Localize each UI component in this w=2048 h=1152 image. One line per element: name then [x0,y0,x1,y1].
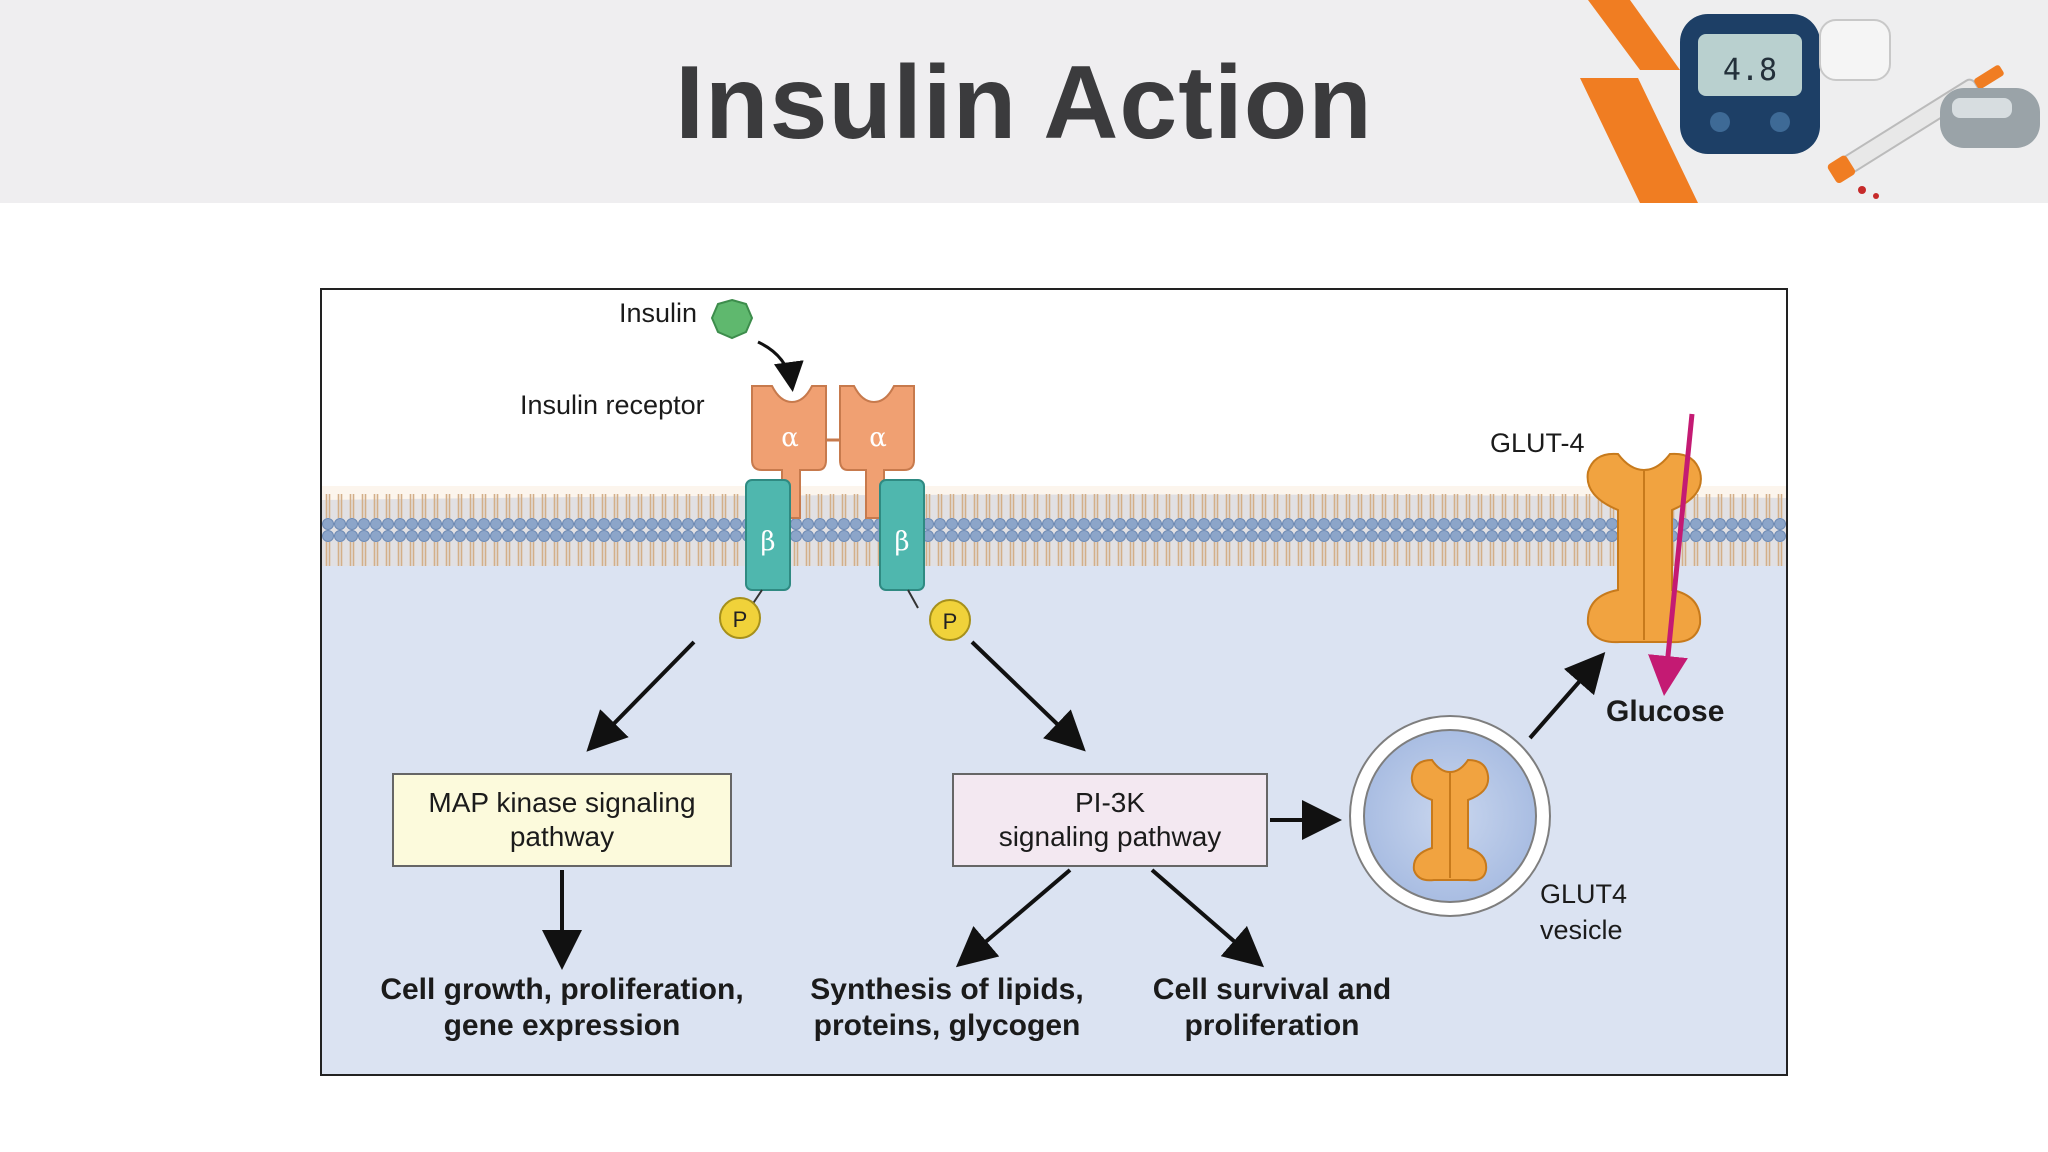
map-kinase-line2: pathway [509,821,615,852]
outcome-cell-growth-line1: Cell growth, proliferation, [380,973,744,1006]
glucose-uptake-arrow [1648,413,1695,696]
slide-header: Insulin Action 4.8 [0,0,2048,203]
alpha-label-right: α [869,423,887,453]
arrow-to-map-kinase [586,640,696,752]
insulin-molecule-icon [710,298,754,340]
pi3k-line1: PI-3K [1074,787,1146,818]
slide-title: Insulin Action [675,45,1373,161]
outcome-synthesis-line2: proteins, glycogen [813,1009,1081,1042]
phosphate-label-left: P [733,607,748,632]
outcome-cell-survival-line1: Cell survival and [1152,973,1392,1006]
svg-text:4.8: 4.8 [1723,53,1777,88]
diagram-graphics: α α β β P P [322,290,1786,970]
glut4-vesicle-label-line2: vesicle [1540,915,1623,945]
outcome-synthesis: Synthesis of lipids, proteins, glycogen [782,972,1112,1044]
arrow-vesicle-to-membrane [1528,651,1606,740]
map-kinase-pathway-box: MAP kinase signaling pathway [392,773,732,867]
beta-label-right: β [894,527,909,557]
beta-label-left: β [760,527,775,557]
receptor-alpha-subunit-left [751,385,827,519]
glut4-vesicle-label: GLUT4 vesicle [1540,876,1627,948]
receptor-beta-subunit-right [879,479,925,591]
glut4-vesicle-label-line1: GLUT4 [1540,879,1628,909]
map-kinase-line1: MAP kinase signaling [428,787,696,818]
insulin-receptor-label: Insulin receptor [520,390,705,420]
insulin-label: Insulin [619,298,698,328]
glut4-transporter-label: GLUT-4 [1490,428,1585,458]
outcome-synthesis-line1: Synthesis of lipids, [810,973,1084,1006]
glucose-label: Glucose [1606,695,1725,728]
outcome-cell-survival-line2: proliferation [1184,1009,1360,1042]
orange-chevron-top [1588,0,1680,70]
insulin-binding-arrow [757,340,804,392]
pi3k-pathway-box: PI-3K signaling pathway [952,773,1268,867]
pill-bottle-icon [1819,19,1891,81]
plasma-membrane [322,486,1786,566]
phosphate-right-icon [929,599,971,641]
outcome-cell-growth: Cell growth, proliferation, gene express… [362,972,762,1044]
extracellular-space [322,290,1786,500]
insulin-signaling-diagram: α α β β P P Insulin Insulin receptor GLU… [320,288,1788,1076]
arrow-pi3k-to-synthesis [955,868,1072,968]
orange-chevron-bottom [1580,78,1698,203]
alpha-label-left: α [781,423,799,453]
receptor-beta-subunit-left [745,479,791,591]
arrow-to-pi3k [970,640,1086,752]
outcome-cell-survival: Cell survival and proliferation [1122,972,1422,1044]
diabetes-supplies-image: 4.8 [1580,0,2048,203]
pi3k-line2: signaling pathway [998,821,1222,852]
phosphate-label-right: P [943,609,958,634]
arrow-pi3k-to-survival [1150,868,1265,968]
outcome-cell-growth-line2: gene expression [443,1009,681,1042]
receptor-alpha-subunit-right [839,385,915,519]
phosphate-left-icon [719,597,761,639]
